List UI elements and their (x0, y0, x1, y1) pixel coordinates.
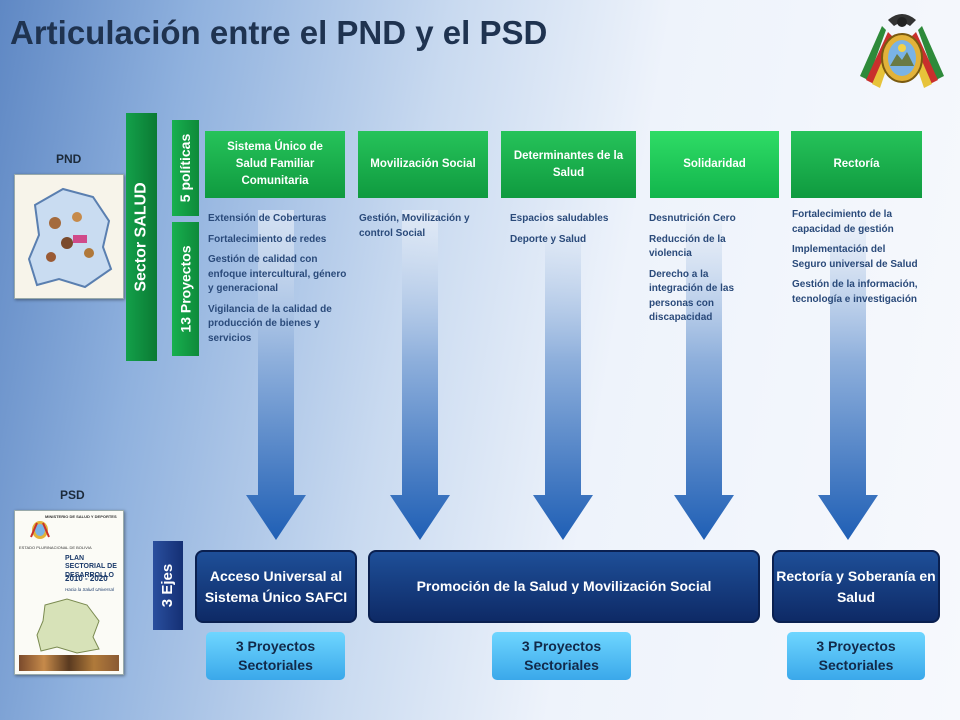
axes-count-bar: 3 Ejes (153, 541, 183, 630)
list-item: Reducción de la violencia (649, 233, 726, 260)
policy-header-1: Sistema Único de Salud Familiar Comunita… (205, 131, 345, 198)
projects-box-2: 3 Proyectos Sectoriales (492, 632, 631, 680)
policy-items-1: Extensión de Coberturas Fortalecimiento … (208, 212, 348, 352)
pnd-map-cover (14, 174, 124, 299)
list-item: Gestión de calidad con enfoque intercult… (208, 254, 347, 294)
psd-cover-plan: PLAN SECTORIAL DE DESARROLLO (65, 555, 117, 579)
psd-cover-subtitle: Hacia la Salud Universal (65, 587, 115, 592)
list-item: Desnutrición Cero (649, 213, 736, 224)
axis-box-2: Promoción de la Salud y Movilización Soc… (368, 550, 760, 623)
policy-items-2: Gestión, Movilización y control Social (359, 212, 491, 247)
policy-header-4: Solidaridad (650, 131, 779, 198)
projects-count-bar: 13 Proyectos (172, 222, 199, 356)
bolivia-coat-of-arms-icon (860, 14, 944, 88)
psd-label: PSD (60, 488, 85, 502)
policy-items-4: Desnutrición Cero Reducción de la violen… (649, 212, 755, 332)
psd-cover-photo-strip (19, 655, 119, 671)
list-item: Espacios saludables (510, 213, 609, 224)
axis-box-3: Rectoría y Soberanía en Salud (772, 550, 940, 623)
list-item: Derecho a la integración de las personas… (649, 268, 735, 324)
list-item: Gestión, Movilización y control Social (359, 213, 470, 239)
list-item: Gestión de la información, tecnología e … (792, 279, 918, 305)
arrow-5 (818, 210, 878, 540)
psd-seal-icon (30, 521, 50, 539)
list-item: Fortalecimiento de redes (208, 233, 327, 245)
policy-header-2: Movilización Social (358, 131, 488, 198)
psd-document-cover: MINISTERIO DE SALUD Y DEPORTES ESTADO PL… (14, 510, 124, 675)
list-item: Implementación del Seguro universal de S… (792, 244, 918, 270)
psd-cover-header: MINISTERIO DE SALUD Y DEPORTES (45, 514, 117, 519)
psd-cover-map-icon (36, 598, 100, 654)
policy-items-3: Espacios saludables Deporte y Salud (510, 212, 640, 253)
list-item: Deporte y Salud (510, 233, 587, 245)
pnd-map-icon (15, 175, 123, 298)
policy-header-5: Rectoría (791, 131, 922, 198)
arrow-3 (533, 210, 593, 540)
arrow-4 (674, 210, 734, 540)
psd-cover-years: 2010 - 2020 (65, 574, 108, 583)
projects-box-3: 3 Proyectos Sectoriales (787, 632, 925, 680)
arrow-1 (246, 210, 306, 540)
policy-items-5: Fortalecimiento de la capacidad de gesti… (792, 208, 920, 313)
arrow-2 (390, 210, 450, 540)
slide-title: Articulación entre el PND y el PSD (10, 14, 548, 51)
list-item: Vigilancia de la calidad de producción d… (208, 303, 332, 344)
list-item: Fortalecimiento de la capacidad de gesti… (792, 209, 894, 235)
pnd-label: PND (56, 152, 82, 166)
sector-salud-bar: Sector SALUD (126, 113, 157, 361)
policies-count-bar: 5 políticas (172, 120, 199, 216)
axis-box-1: Acceso Universal al Sistema Único SAFCI (195, 550, 357, 623)
psd-cover-state: ESTADO PLURINACIONAL DE BOLIVIA (19, 545, 92, 550)
list-item: Extensión de Coberturas (208, 213, 327, 224)
policy-header-3: Determinantes de la Salud (501, 131, 636, 198)
projects-box-1: 3 Proyectos Sectoriales (206, 632, 345, 680)
